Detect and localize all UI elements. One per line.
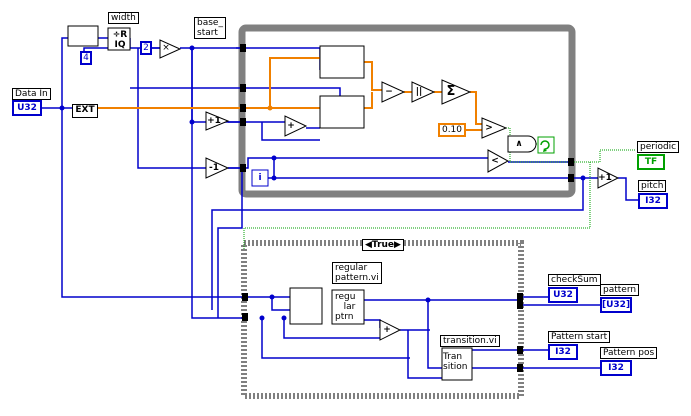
and-glyph: ∧ [515, 139, 523, 149]
quotient-glyph: ÷R IQ [112, 30, 128, 50]
data-in-control[interactable]: U32 [12, 100, 42, 116]
plus-one-node[interactable] [205, 111, 230, 131]
periodic-indicator[interactable]: TF [637, 154, 665, 170]
greater-node[interactable] [481, 117, 508, 139]
add-node-2[interactable] [379, 319, 402, 341]
pattern-indicator[interactable]: [U32] [600, 297, 632, 313]
loop-index-node [251, 169, 269, 187]
wire-ext [96, 57, 320, 109]
less-node[interactable] [487, 149, 510, 173]
ext-conversion-node[interactable]: EXT [72, 104, 98, 118]
checksum-indicator[interactable]: U32 [548, 287, 578, 303]
array-subset-node-3[interactable] [289, 287, 323, 325]
wire-data-to-index [40, 37, 70, 109]
and-node[interactable] [507, 135, 537, 153]
threshold-constant[interactable]: 0.10 [438, 123, 466, 137]
abs-node[interactable] [411, 81, 436, 103]
pattern-label: pattern [600, 284, 640, 296]
regular-pattern-label: regular pattern.vi [332, 262, 382, 284]
pitch-indicator[interactable]: I32 [638, 193, 668, 209]
case-structure-frame[interactable] [241, 240, 524, 399]
multiply-node[interactable] [159, 39, 182, 59]
while-loop-frame[interactable] [238, 24, 576, 198]
increment-node[interactable] [597, 167, 620, 189]
sum-glyph: Σ [446, 84, 456, 99]
subtract-glyph: − [385, 87, 393, 97]
regular-pattern-icon-text: regu lar ptrn [335, 292, 356, 322]
regular-pattern-subvi[interactable] [331, 289, 365, 325]
add-node[interactable] [284, 115, 308, 137]
transition-subvi[interactable] [441, 347, 473, 381]
abs-glyph: || [415, 87, 423, 97]
case-selector-value: True [371, 240, 395, 250]
loop-condition-icon[interactable] [537, 136, 555, 154]
multiply-glyph: × [162, 43, 170, 53]
pattern-start-indicator[interactable]: I32 [548, 344, 578, 360]
transition-label: transition.vi [440, 335, 500, 347]
subtract-node[interactable] [381, 81, 406, 103]
greater-glyph: > [485, 123, 493, 133]
minus-one-node[interactable] [205, 157, 230, 179]
array-subset-node-2[interactable] [319, 95, 365, 129]
base-start-label: base_ start [194, 17, 226, 39]
pattern-pos-label: Pattern pos [600, 347, 658, 359]
index-array-node[interactable] [67, 25, 99, 47]
add-glyph: + [287, 121, 295, 131]
width-constant[interactable]: 4 [80, 51, 92, 65]
pattern-start-label: Pattern start [548, 331, 611, 343]
transition-icon-text: Tran sition [443, 352, 468, 372]
array-subset-node-1[interactable] [319, 45, 365, 79]
less-glyph: < [491, 156, 499, 166]
data-in-label: Data In [12, 88, 51, 100]
minus-one-glyph: -1 [209, 163, 219, 173]
periodic-label: periodic [637, 141, 680, 153]
case-selector[interactable]: ◀True▶ [362, 239, 404, 251]
two-constant[interactable]: 2 [140, 41, 152, 55]
sum-node[interactable] [441, 79, 472, 105]
pitch-label: pitch [638, 180, 667, 192]
quotient-node[interactable] [107, 27, 131, 51]
add-glyph-2: + [383, 325, 391, 335]
plus-one-glyph: +1 [207, 116, 221, 126]
loop-index-glyph: i [258, 173, 262, 183]
increment-glyph: +1 [598, 173, 612, 183]
pattern-pos-indicator[interactable]: I32 [600, 360, 632, 376]
width-label: width [108, 12, 139, 24]
checksum-label: checkSum [548, 274, 601, 286]
